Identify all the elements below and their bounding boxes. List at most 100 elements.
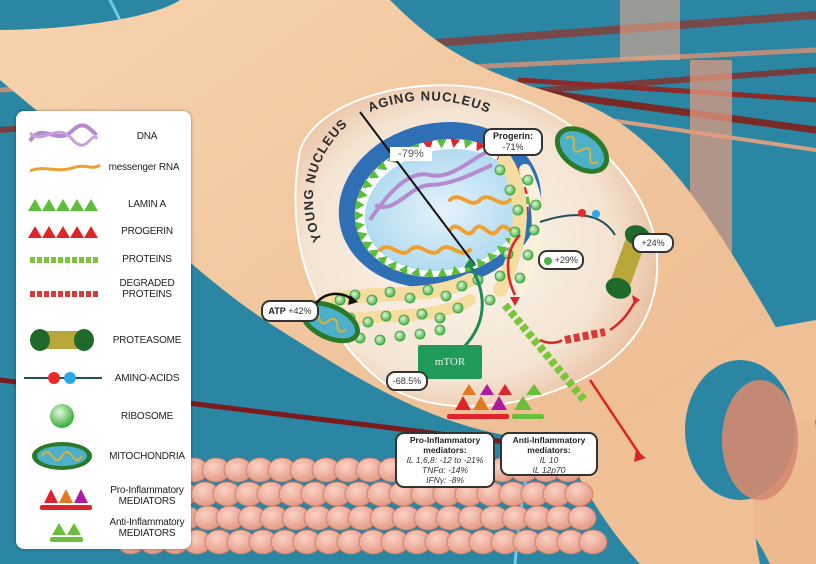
lamin-a-mark — [436, 139, 447, 149]
fat-cell — [564, 481, 594, 507]
proteins-icon — [30, 257, 98, 263]
atp-callout-title: ATP — [268, 306, 286, 316]
progerin-callout-title: Progerin: — [492, 131, 533, 141]
ribosome — [334, 294, 346, 306]
legend-item-amino-acids: AMINO-ACIDS — [16, 363, 191, 393]
fat-cell — [567, 505, 597, 531]
legend-item-mitochondria: MITOCHONDRIA — [16, 441, 191, 471]
proteasome-icon — [30, 329, 94, 351]
atp-callout-value: +42% — [288, 306, 312, 316]
pathway-arrows — [313, 234, 642, 456]
mitochondria-icon — [32, 442, 92, 470]
anti-inflammatory-callout: Anti-Inflammatory mediators: IL 10 IL 12… — [500, 432, 598, 476]
legend-item-progerin: PROGERIN — [16, 214, 191, 244]
pro-inflammatory-line: IL 1,6,8: -12 to -21% — [406, 455, 484, 465]
progerin-mark — [476, 140, 486, 152]
legend-item-mrna: messenger RNA — [16, 153, 191, 183]
amino-acids-icon — [24, 372, 102, 384]
fat-cell — [578, 529, 608, 555]
protein-helix — [501, 302, 589, 404]
degraded-proteins-icon — [30, 291, 98, 297]
lamin-a-icon — [28, 199, 98, 211]
lamin-a-mark — [377, 255, 388, 266]
ribosome — [509, 226, 521, 238]
pro-inflammatory-callout: Pro-Inflammatory mediators: IL 1,6,8: -1… — [395, 432, 495, 488]
young-aging-divider — [359, 111, 476, 266]
legend-item-lamin-a: LAMIN A — [16, 187, 191, 217]
ribosome-icon — [50, 404, 74, 428]
lamin-a-mark — [368, 169, 380, 179]
lamin-a-mark — [368, 249, 380, 259]
lamin-a-mark — [358, 189, 368, 200]
lamin-a-mark — [451, 265, 462, 276]
lamin-a-mark — [496, 245, 507, 256]
ribosome — [528, 224, 540, 236]
lamin-a-mark — [354, 210, 364, 221]
progerin-mark — [450, 138, 461, 148]
ribosome — [522, 249, 534, 261]
lamin-a-mark — [410, 267, 421, 278]
mtor-change-callout: -68.5% — [386, 371, 428, 391]
lamin-a-mark — [354, 221, 365, 232]
lamin-a-mark — [463, 138, 474, 149]
progerin-icon — [28, 226, 98, 238]
ribosome — [422, 284, 434, 296]
lamin-a-mark — [423, 268, 434, 278]
mtor-box: mTOR — [418, 345, 482, 379]
amino-acid-chain — [539, 209, 616, 236]
legend-item-proteasome: PROTEASOME — [16, 325, 191, 355]
ribosome — [380, 310, 392, 322]
mtor-change-callout-value: -68.5% — [392, 376, 422, 386]
ribosome-callout: +29% — [538, 250, 584, 270]
lamin-a-mark — [476, 258, 487, 269]
lamin-a-mark — [355, 199, 365, 210]
anti-inflammatory-title: Anti-Inflammatory — [512, 435, 586, 445]
pro-inflammatory-icon — [40, 489, 92, 510]
ribosome-icon — [544, 256, 553, 265]
ribosome — [440, 290, 452, 302]
lamin-a-mark — [398, 264, 408, 276]
dna-change-label: -79% — [390, 147, 432, 161]
ribosome — [494, 270, 506, 282]
lamin-a-mark — [362, 241, 373, 251]
atp-callout: ATP +42% — [261, 300, 319, 322]
ribosome-callout-value: +29% — [554, 255, 578, 265]
legend-item-anti-inflammatory: Anti-Inflammatory MEDIATORS — [16, 513, 191, 543]
legend-item-ribosome: RIBOSOME — [16, 401, 191, 431]
pro-inflammatory-subtitle: mediators: — [423, 445, 467, 455]
ribosome — [484, 294, 496, 306]
ribosome — [456, 280, 468, 292]
lamin-a-mark — [487, 252, 498, 263]
anti-inflammatory-line: IL 10 — [539, 455, 559, 465]
ribosome — [374, 334, 386, 346]
ribosome — [398, 314, 410, 326]
lamin-a-mark — [387, 261, 397, 272]
ribosome — [404, 292, 416, 304]
ribosome — [504, 184, 516, 196]
legend: DNA messenger RNA LAMIN A PROGERIN PROTE… — [16, 111, 191, 549]
anti-inflammatory-line: IL 12p70 — [532, 465, 566, 475]
degraded-protein-helix — [564, 328, 606, 344]
anti-inflammatory-subtitle: mediators: — [527, 445, 571, 455]
legend-item-pro-inflammatory: Pro-Inflammatory MEDIATORS — [16, 481, 191, 511]
ribosome — [384, 286, 396, 298]
ribosome — [512, 204, 524, 216]
ribosome — [434, 324, 446, 336]
ribosome — [494, 164, 506, 176]
legend-item-degraded-proteins: DEGRADED PROTEINS — [16, 276, 191, 306]
pro-inflammatory-line: IFNγ: -8% — [426, 475, 464, 485]
ribosome — [434, 312, 446, 324]
lamin-a-mark — [357, 231, 368, 242]
dna-icon — [28, 123, 99, 147]
lamin-a-mark — [377, 160, 388, 171]
mitochondrion-top — [554, 126, 610, 174]
legend-item-proteins: PROTEINS — [16, 244, 191, 274]
ribosome — [362, 316, 374, 328]
pro-inflammatory-line: TNFα: -14% — [422, 465, 468, 475]
ribosome — [522, 174, 534, 186]
mrna-icon — [29, 163, 101, 173]
ribosome — [414, 328, 426, 340]
proteasome-callout: +24% — [632, 233, 674, 253]
ribosome-cluster — [334, 164, 542, 346]
